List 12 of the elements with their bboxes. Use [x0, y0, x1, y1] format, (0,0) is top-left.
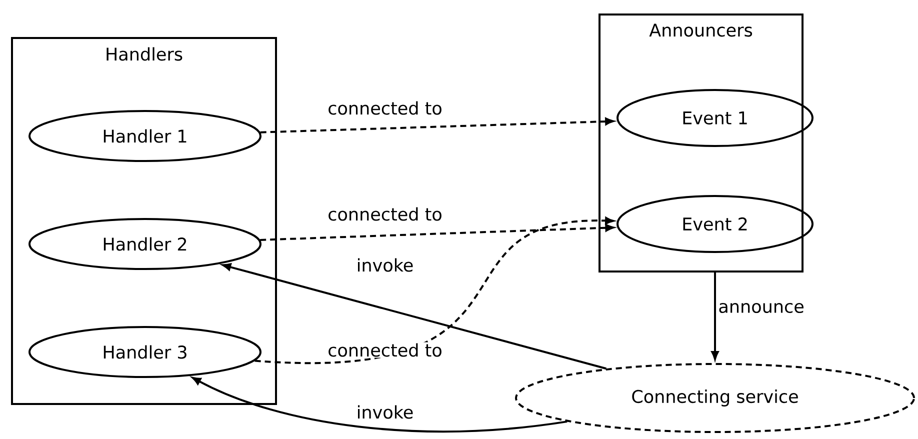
arrow [222, 263, 607, 370]
edge-label: announce [717, 302, 806, 314]
edge-label: invoke [355, 257, 415, 273]
arrow [254, 216, 614, 364]
edge-label: invoke [355, 404, 415, 420]
edge-label: connected to [326, 206, 444, 222]
edge-label: connected to [326, 342, 444, 358]
arrow [260, 118, 614, 134]
arrow [192, 377, 568, 432]
arrow [711, 272, 719, 360]
arrow [260, 224, 614, 241]
edge-label: connected to [326, 100, 444, 116]
